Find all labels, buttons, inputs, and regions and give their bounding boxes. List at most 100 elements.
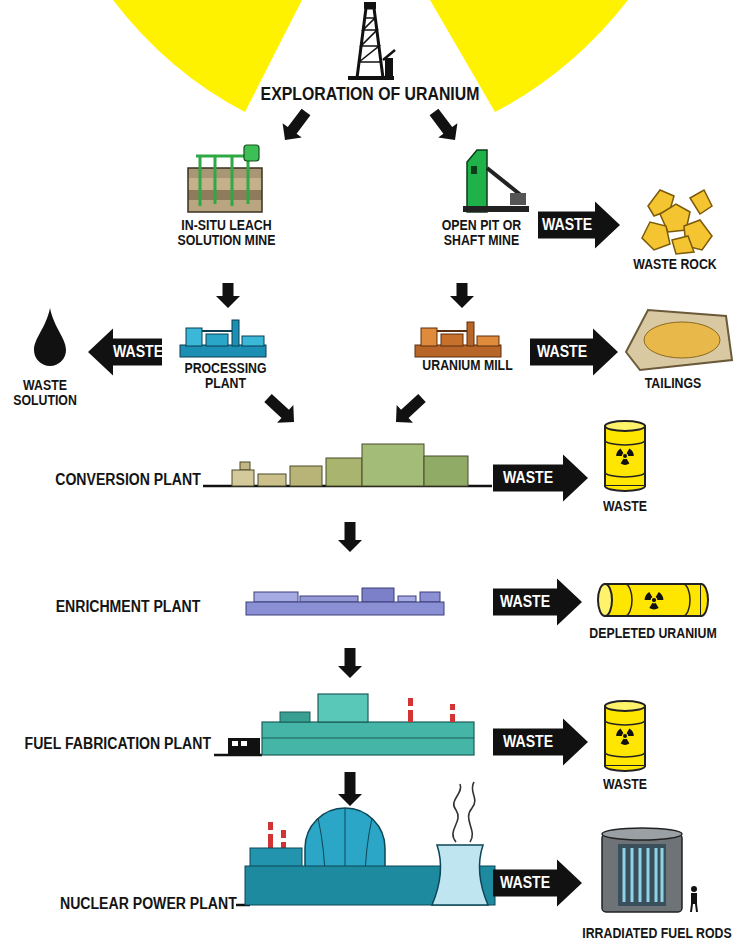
node-label: DEPLETED URANIUM xyxy=(587,626,719,641)
steam-plume xyxy=(453,782,475,842)
process-node: WASTE SOLUTION xyxy=(2,300,88,415)
building xyxy=(232,470,254,486)
derrick-base xyxy=(348,76,394,80)
truck-window xyxy=(232,741,238,746)
node-label: WASTE xyxy=(594,499,656,514)
chimney-band xyxy=(450,710,455,714)
plant-hall xyxy=(206,334,228,346)
building xyxy=(300,596,358,602)
person-body xyxy=(691,893,697,904)
pond-bank xyxy=(626,310,732,370)
process-node: TAILINGS xyxy=(618,298,736,398)
node-label: IN-SITU LEACH SOLUTION MINE xyxy=(171,218,281,248)
pond-liquid xyxy=(644,322,720,358)
node-label: URANIUM MILL xyxy=(412,358,522,373)
well-tank xyxy=(244,145,259,161)
mill-base xyxy=(415,345,501,357)
building xyxy=(398,596,416,602)
factory-annex xyxy=(280,712,310,722)
mill-pipe xyxy=(437,330,467,332)
fuel-fabrication-plant-icon xyxy=(214,694,474,755)
factory-block xyxy=(318,694,368,722)
in-situ-mine-icon xyxy=(188,145,262,212)
cask-body xyxy=(602,834,682,912)
open-pit-mine-icon xyxy=(463,150,529,212)
waste-barrel xyxy=(605,701,645,771)
waste-rock-pile xyxy=(642,190,712,254)
arrow-label: WASTE xyxy=(102,343,172,361)
node-label: WASTE xyxy=(594,777,656,792)
arrow-label: WASTE xyxy=(493,469,563,487)
ore-bin xyxy=(510,193,526,205)
flow-arrow xyxy=(430,109,458,140)
flow-arrow xyxy=(493,455,588,502)
process-node: OPEN PIT OR SHAFT MINE xyxy=(420,140,538,283)
rock xyxy=(672,236,694,254)
building xyxy=(258,474,286,486)
flow-arrow xyxy=(396,394,426,423)
plant-building xyxy=(250,848,302,868)
node-label: TAILINGS xyxy=(625,376,722,391)
process-node: IN-SITU LEACH SOLUTION MINE xyxy=(165,140,290,283)
building xyxy=(254,592,298,602)
node-label: PROCESSING PLANT xyxy=(170,361,280,391)
factory-hall xyxy=(262,722,474,755)
process-node: DEPLETED URANIUM xyxy=(582,576,732,646)
building xyxy=(424,456,468,486)
node-label: WASTE SOLUTION xyxy=(7,378,83,408)
conversion-plant-icon xyxy=(203,444,492,486)
building xyxy=(240,462,250,470)
derrick-crown xyxy=(364,2,376,9)
flow-arrow xyxy=(338,772,362,806)
process-node: ENRICHMENT PLANT xyxy=(45,552,493,648)
flow-arrow xyxy=(493,719,588,766)
node-label: ENRICHMENT PLANT xyxy=(49,598,207,615)
chimney-band xyxy=(408,706,413,710)
building xyxy=(290,466,322,486)
arrow-label: WASTE xyxy=(490,874,560,892)
flow-arrow xyxy=(338,522,362,552)
mill-hall xyxy=(441,334,463,346)
fuel-rods xyxy=(624,848,662,902)
process-node: URANIUM MILL xyxy=(405,308,530,398)
derrick-pump-arm xyxy=(383,50,395,60)
node-label: CONVERSION PLANT xyxy=(49,471,207,488)
building xyxy=(326,458,362,486)
flow-arrow xyxy=(338,648,362,678)
rock xyxy=(642,222,670,250)
trefoil-mark xyxy=(645,592,664,609)
process-node: WASTE ROCK xyxy=(620,180,732,280)
process-node: WASTE xyxy=(588,412,663,522)
process-node: IRRADIATED FUEL RODS xyxy=(582,822,737,946)
person-legs xyxy=(691,904,697,912)
process-node: EXPLORATION OF URANIUM xyxy=(250,0,490,112)
arrow-label: WASTE xyxy=(490,593,560,611)
person-head xyxy=(691,886,697,892)
chimney xyxy=(450,704,455,722)
headframe xyxy=(467,150,487,212)
waste-barrel xyxy=(605,421,645,491)
headframe-window xyxy=(471,166,477,174)
process-node: NUCLEAR POWER PLANT xyxy=(45,806,493,919)
depleted-uranium-cylinder xyxy=(598,584,708,616)
derrick-pump xyxy=(385,58,393,76)
plant-stack xyxy=(232,320,239,346)
conveyor xyxy=(487,168,522,196)
node-label: EXPLORATION OF URANIUM xyxy=(256,85,485,104)
cask-interior xyxy=(618,844,666,906)
node-label: OPEN PIT OR SHAFT MINE xyxy=(426,218,536,248)
process-node: WASTE xyxy=(588,692,663,795)
tailings-pond xyxy=(626,310,732,370)
chimney-band xyxy=(281,838,286,842)
cylinder-cap xyxy=(598,584,612,616)
arrow-label: WASTE xyxy=(493,733,563,751)
node-label: NUCLEAR POWER PLANT xyxy=(60,895,236,912)
process-node: CONVERSION PLANT xyxy=(45,422,493,522)
plant-base xyxy=(180,345,266,357)
node-label: IRRADIATED FUEL RODS xyxy=(581,926,732,941)
nuclear-power-plant-icon xyxy=(236,782,495,905)
